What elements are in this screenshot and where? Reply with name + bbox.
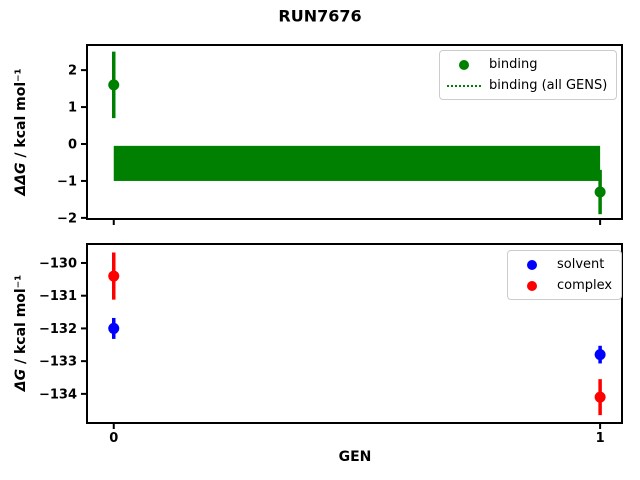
- y-tick-label: −130: [39, 256, 77, 271]
- complex-data-point: [594, 391, 606, 403]
- y-tick-label: −134: [39, 387, 77, 402]
- y-tick-label: 0: [68, 138, 77, 153]
- ylabel-units: / kcal mol⁻¹: [13, 274, 29, 369]
- ylabel-math: ΔΔG: [13, 162, 29, 196]
- legend-label: binding (all GENS): [489, 78, 608, 93]
- axes-frame: [86, 44, 623, 220]
- y-axis-label-dg: ΔG / kcal mol⁻¹: [13, 275, 29, 391]
- legend-label: solvent: [557, 257, 605, 272]
- solvent-dot-icon: [514, 259, 550, 270]
- y-tick-label: 2: [68, 64, 77, 79]
- x-tick-label: 1: [596, 431, 605, 446]
- x-tick-label: 0: [109, 431, 118, 446]
- legend-item-complex: complex: [514, 275, 612, 296]
- uncertainty-band: [113, 145, 601, 181]
- y-tick-label: −132: [39, 322, 77, 337]
- legend-label: complex: [557, 278, 613, 293]
- legend-binding: binding binding (all GENS): [439, 50, 618, 100]
- x-axis-label: GEN: [338, 449, 372, 465]
- ylabel-units: / kcal mol⁻¹: [13, 68, 29, 163]
- binding-dot-icon: [446, 59, 482, 70]
- legend-dg: solvent complex: [507, 250, 623, 300]
- dotted-line-icon: [446, 84, 482, 87]
- y-tick-label: 1: [68, 101, 77, 116]
- y-tick-label: −1: [57, 174, 77, 189]
- legend-label: binding: [489, 57, 538, 72]
- solvent-data-point: [594, 349, 606, 361]
- legend-item-binding: binding: [446, 54, 607, 75]
- legend-item-binding-all-gens: binding (all GENS): [446, 75, 607, 96]
- binding-data-point: [594, 186, 606, 198]
- complex-data-point: [108, 270, 120, 282]
- solvent-data-point: [108, 322, 120, 334]
- complex-dot-icon: [514, 280, 550, 291]
- binding-data-point: [108, 79, 120, 91]
- y-tick-label: −133: [39, 355, 77, 370]
- y-axis-label-ddg: ΔΔG / kcal mol⁻¹: [13, 68, 29, 195]
- axes-frame: [86, 243, 623, 424]
- y-tick-label: −2: [57, 211, 77, 226]
- legend-item-solvent: solvent: [514, 254, 612, 275]
- y-tick-label: −131: [39, 289, 77, 304]
- chart-title: RUN7676: [278, 6, 362, 26]
- ylabel-math: ΔG: [13, 368, 29, 392]
